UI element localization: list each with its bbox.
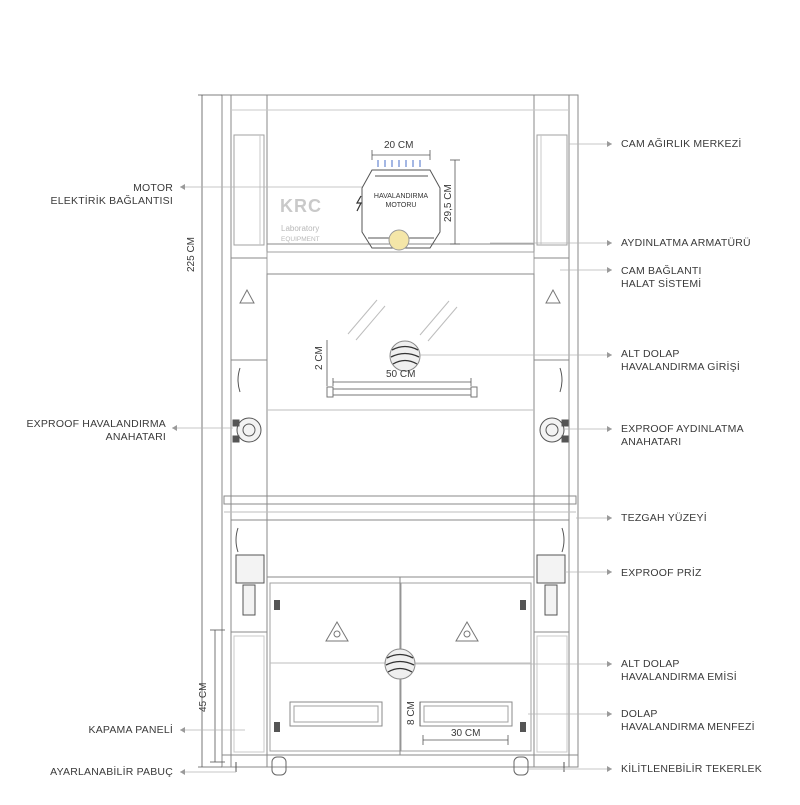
cabinet-vent-left [289,701,383,727]
label-kilitlenebilir-tekerlek: KİLİTLENEBİLİR TEKERLEK [621,763,762,776]
krc-logo-line2: EQUIPMENT [281,236,320,243]
label-dolap-menfez: DOLAP HAVALANDIRMA MENFEZİ [621,708,755,734]
dim-slot-height: 2 CM [314,346,325,370]
label-alt-dolap-emis-line2: HAVALANDIRMA EMİSİ [621,671,737,683]
dim-slot-width: 50 CM [386,369,416,380]
dim-motor-width: 20 CM [384,140,414,151]
dim-motor-height: 29,5 CM [443,184,454,222]
worktop [223,495,577,505]
label-ayarlanabilir-pabuc-line1: AYARLANABİLİR PABUÇ [50,766,173,778]
krc-logo-line1: Laboratory [281,224,320,233]
label-motor-elektrik: MOTOR ELEKTİRİK BAĞLANTISI [51,182,173,208]
motor-label-line1: HAVALANDIRMA [373,193,429,200]
label-exproof-aydinlatma: EXPROOF AYDINLATMA ANAHATARI [621,423,744,449]
lightning-icon [355,195,362,212]
label-kapama-paneli: KAPAMA PANELİ [89,724,174,737]
upper-air-intake-icon [389,340,421,372]
label-alt-dolap-emis: ALT DOLAP HAVALANDIRMA EMİSİ [621,658,737,684]
label-kapama-paneli-line1: KAPAMA PANELİ [88,724,173,736]
warning-sign-icon [239,288,561,642]
motor-label: HAVALANDIRMA MOTORU [366,192,436,210]
dim-total-height: 225 CM [186,236,197,272]
label-dolap-menfez-line1: DOLAP [621,708,658,720]
ventilation-motor [361,169,441,251]
label-motor-elektrik-line1: MOTOR [133,182,173,194]
label-exproof-havalandirma-line1: EXPROOF HAVALANDIRMA [26,418,166,430]
label-cam-agirlik-line1: CAM AĞIRLIK MERKEZİ [621,138,742,150]
label-aydinlatma-armaturu: AYDINLATMA ARMATÜRÜ [621,237,751,250]
motor-airflow-arrows [377,160,421,167]
label-exproof-aydinlatma-line1: EXPROOF AYDINLATMA [621,423,744,435]
label-tezgah-yuzeyi: TEZGAH YÜZEYİ [621,512,707,525]
label-cam-baglanti-line2: HALAT SİSTEMİ [621,278,702,290]
label-cam-baglanti: CAM BAĞLANTI HALAT SİSTEMİ [621,265,702,291]
exproof-switch-right [539,367,569,443]
exproof-switch-left [232,367,262,443]
label-dolap-menfez-line2: HAVALANDIRMA MENFEZİ [621,721,755,733]
label-aydinlatma-armaturu-line1: AYDINLATMA ARMATÜRÜ [621,237,751,249]
label-exproof-aydinlatma-line2: ANAHATARI [621,436,682,448]
dim-vent-width: 30 CM [451,728,481,739]
dim-cabinet-height: 45 CM [198,682,209,712]
label-cam-baglanti-line1: CAM BAĞLANTI [621,265,702,277]
label-exproof-priz-line1: EXPROOF PRİZ [621,567,702,579]
exproof-socket-left [235,527,265,616]
lower-air-exhaust-icon [384,648,416,680]
label-kilitlenebilir-tekerlek-line1: KİLİTLENEBİLİR TEKERLEK [621,763,762,775]
label-tezgah-yuzeyi-line1: TEZGAH YÜZEYİ [621,512,707,524]
label-alt-dolap-emis-line1: ALT DOLAP [621,658,680,670]
krc-logo: KRC [280,196,322,216]
dim-vent-height: 8 CM [406,701,417,725]
label-ayarlanabilir-pabuc: AYARLANABİLİR PABUÇ [50,766,173,779]
label-cam-agirlik: CAM AĞIRLIK MERKEZİ [621,138,742,151]
label-exproof-priz: EXPROOF PRİZ [621,567,702,580]
air-slot [326,386,478,398]
label-alt-dolap-giris: ALT DOLAP HAVALANDIRMA GİRİŞİ [621,348,740,374]
label-exproof-havalandirma-anahtari: EXPROOF HAVALANDIRMA ANAHATARI [26,418,166,444]
label-motor-elektrik-line2: ELEKTİRİK BAĞLANTISI [50,195,173,207]
label-alt-dolap-giris-line2: HAVALANDIRMA GİRİŞİ [621,361,740,373]
sash-glass [266,273,535,497]
exproof-socket-right [536,527,566,616]
motor-label-line2: MOTORU [385,202,417,209]
label-exproof-havalandirma-line2: ANAHATARI [105,431,166,443]
label-alt-dolap-giris-line1: ALT DOLAP [621,348,680,360]
